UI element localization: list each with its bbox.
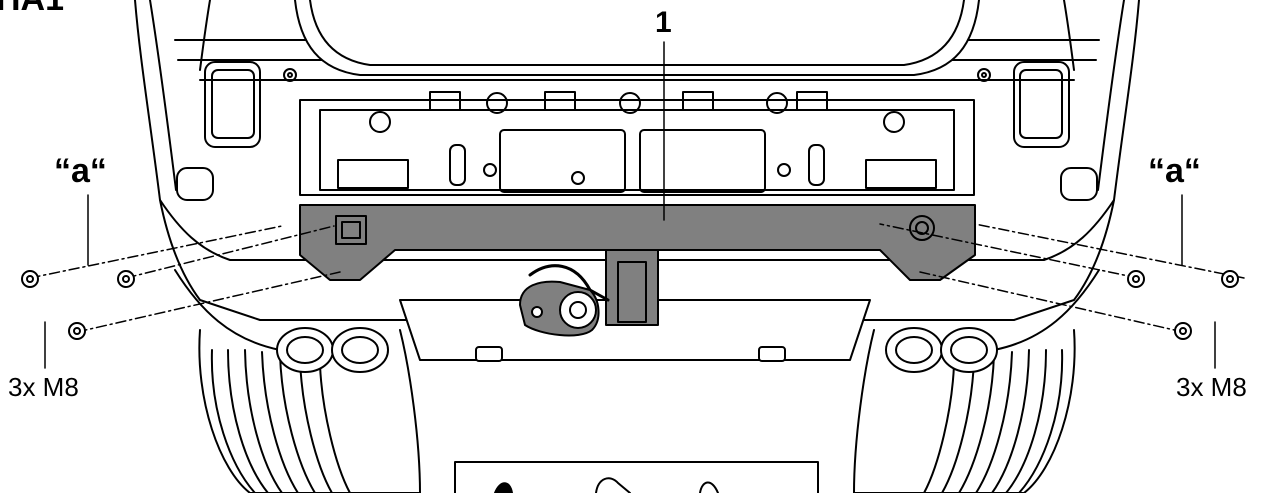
- leader-lines: [44, 41, 1216, 369]
- right-tag: “a“: [1148, 152, 1201, 190]
- callout-number: 1: [655, 6, 672, 39]
- header-fragment: HA1: [0, 0, 64, 19]
- bolt-lines: [29, 223, 1245, 333]
- left-bolt-spec: 3x M8: [8, 372, 79, 402]
- rear-panel: [299, 91, 975, 196]
- detail-inset-box: [454, 461, 819, 498]
- right-bolt-spec: 3x M8: [1176, 372, 1247, 402]
- nuts: [21, 270, 1239, 340]
- left-tag: “a“: [54, 152, 107, 190]
- tow-bar: [299, 204, 976, 337]
- exhaust-tips: [276, 299, 998, 373]
